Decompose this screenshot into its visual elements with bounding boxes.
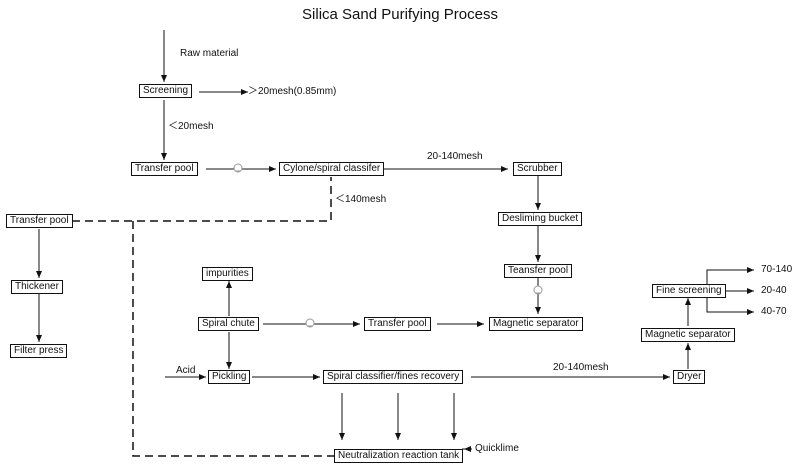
node-transfer-pool-left: Transfer pool: [6, 214, 73, 228]
label-out-70-140: 70-140: [761, 264, 793, 275]
node-spiral-classifier: Spiral classifier/fines recovery: [323, 370, 464, 384]
pump-icon: [533, 285, 543, 295]
label-out-40-70: 40-70: [761, 306, 787, 317]
node-dryer: Dryer: [673, 370, 706, 384]
node-transfer-pool: Transfer pool: [131, 162, 198, 176]
label-quicklime: Quicklime: [475, 443, 519, 454]
node-neutralization-tank: Neutralization reaction tank: [334, 449, 464, 463]
label-raw-material: Raw material: [180, 48, 239, 59]
dashed-line-to-neutralization: [132, 221, 334, 457]
node-fine-screening: Fine screening: [652, 284, 726, 298]
node-transfer-pool-2: Transfer pool: [364, 317, 431, 331]
dashed-line-fines: [72, 177, 332, 222]
arrow-out-40-70: [706, 298, 754, 315]
node-desliming-bucket: Desliming bucket: [498, 212, 583, 226]
node-cyclone-classifier: Cylone/spiral classifer: [279, 162, 385, 176]
label-acid: Acid: [176, 365, 196, 376]
node-impurities: impurities: [202, 267, 253, 281]
label-undersize: ＜20mesh: [168, 121, 214, 132]
label-oversize: ＞20mesh(0.85mm): [248, 86, 337, 97]
label-mesh-top: 20-140mesh: [427, 151, 483, 162]
label-mesh-bottom: 20-140mesh: [553, 362, 609, 373]
pump-icon: [233, 163, 243, 173]
node-pickling: Pickling: [208, 370, 251, 384]
label-out-20-40: 20-40: [761, 285, 787, 296]
diagram-title: Silica Sand Purifying Process: [302, 6, 498, 23]
node-filter-press: Filter press: [10, 344, 68, 358]
node-teansfer-pool: Teansfer pool: [504, 264, 573, 278]
node-magnetic-separator-2: Magnetic separator: [641, 328, 735, 342]
node-thickener: Thickener: [11, 280, 63, 294]
node-screening: Screening: [139, 84, 193, 98]
pump-icon: [305, 318, 315, 328]
node-scrubber: Scrubber: [513, 162, 562, 176]
node-spiral-chute: Spiral chute: [198, 317, 259, 331]
label-under-140mesh: ＜140mesh: [335, 194, 387, 205]
arrow-out-70-140: [706, 267, 754, 284]
node-magnetic-separator: Magnetic separator: [489, 317, 583, 331]
